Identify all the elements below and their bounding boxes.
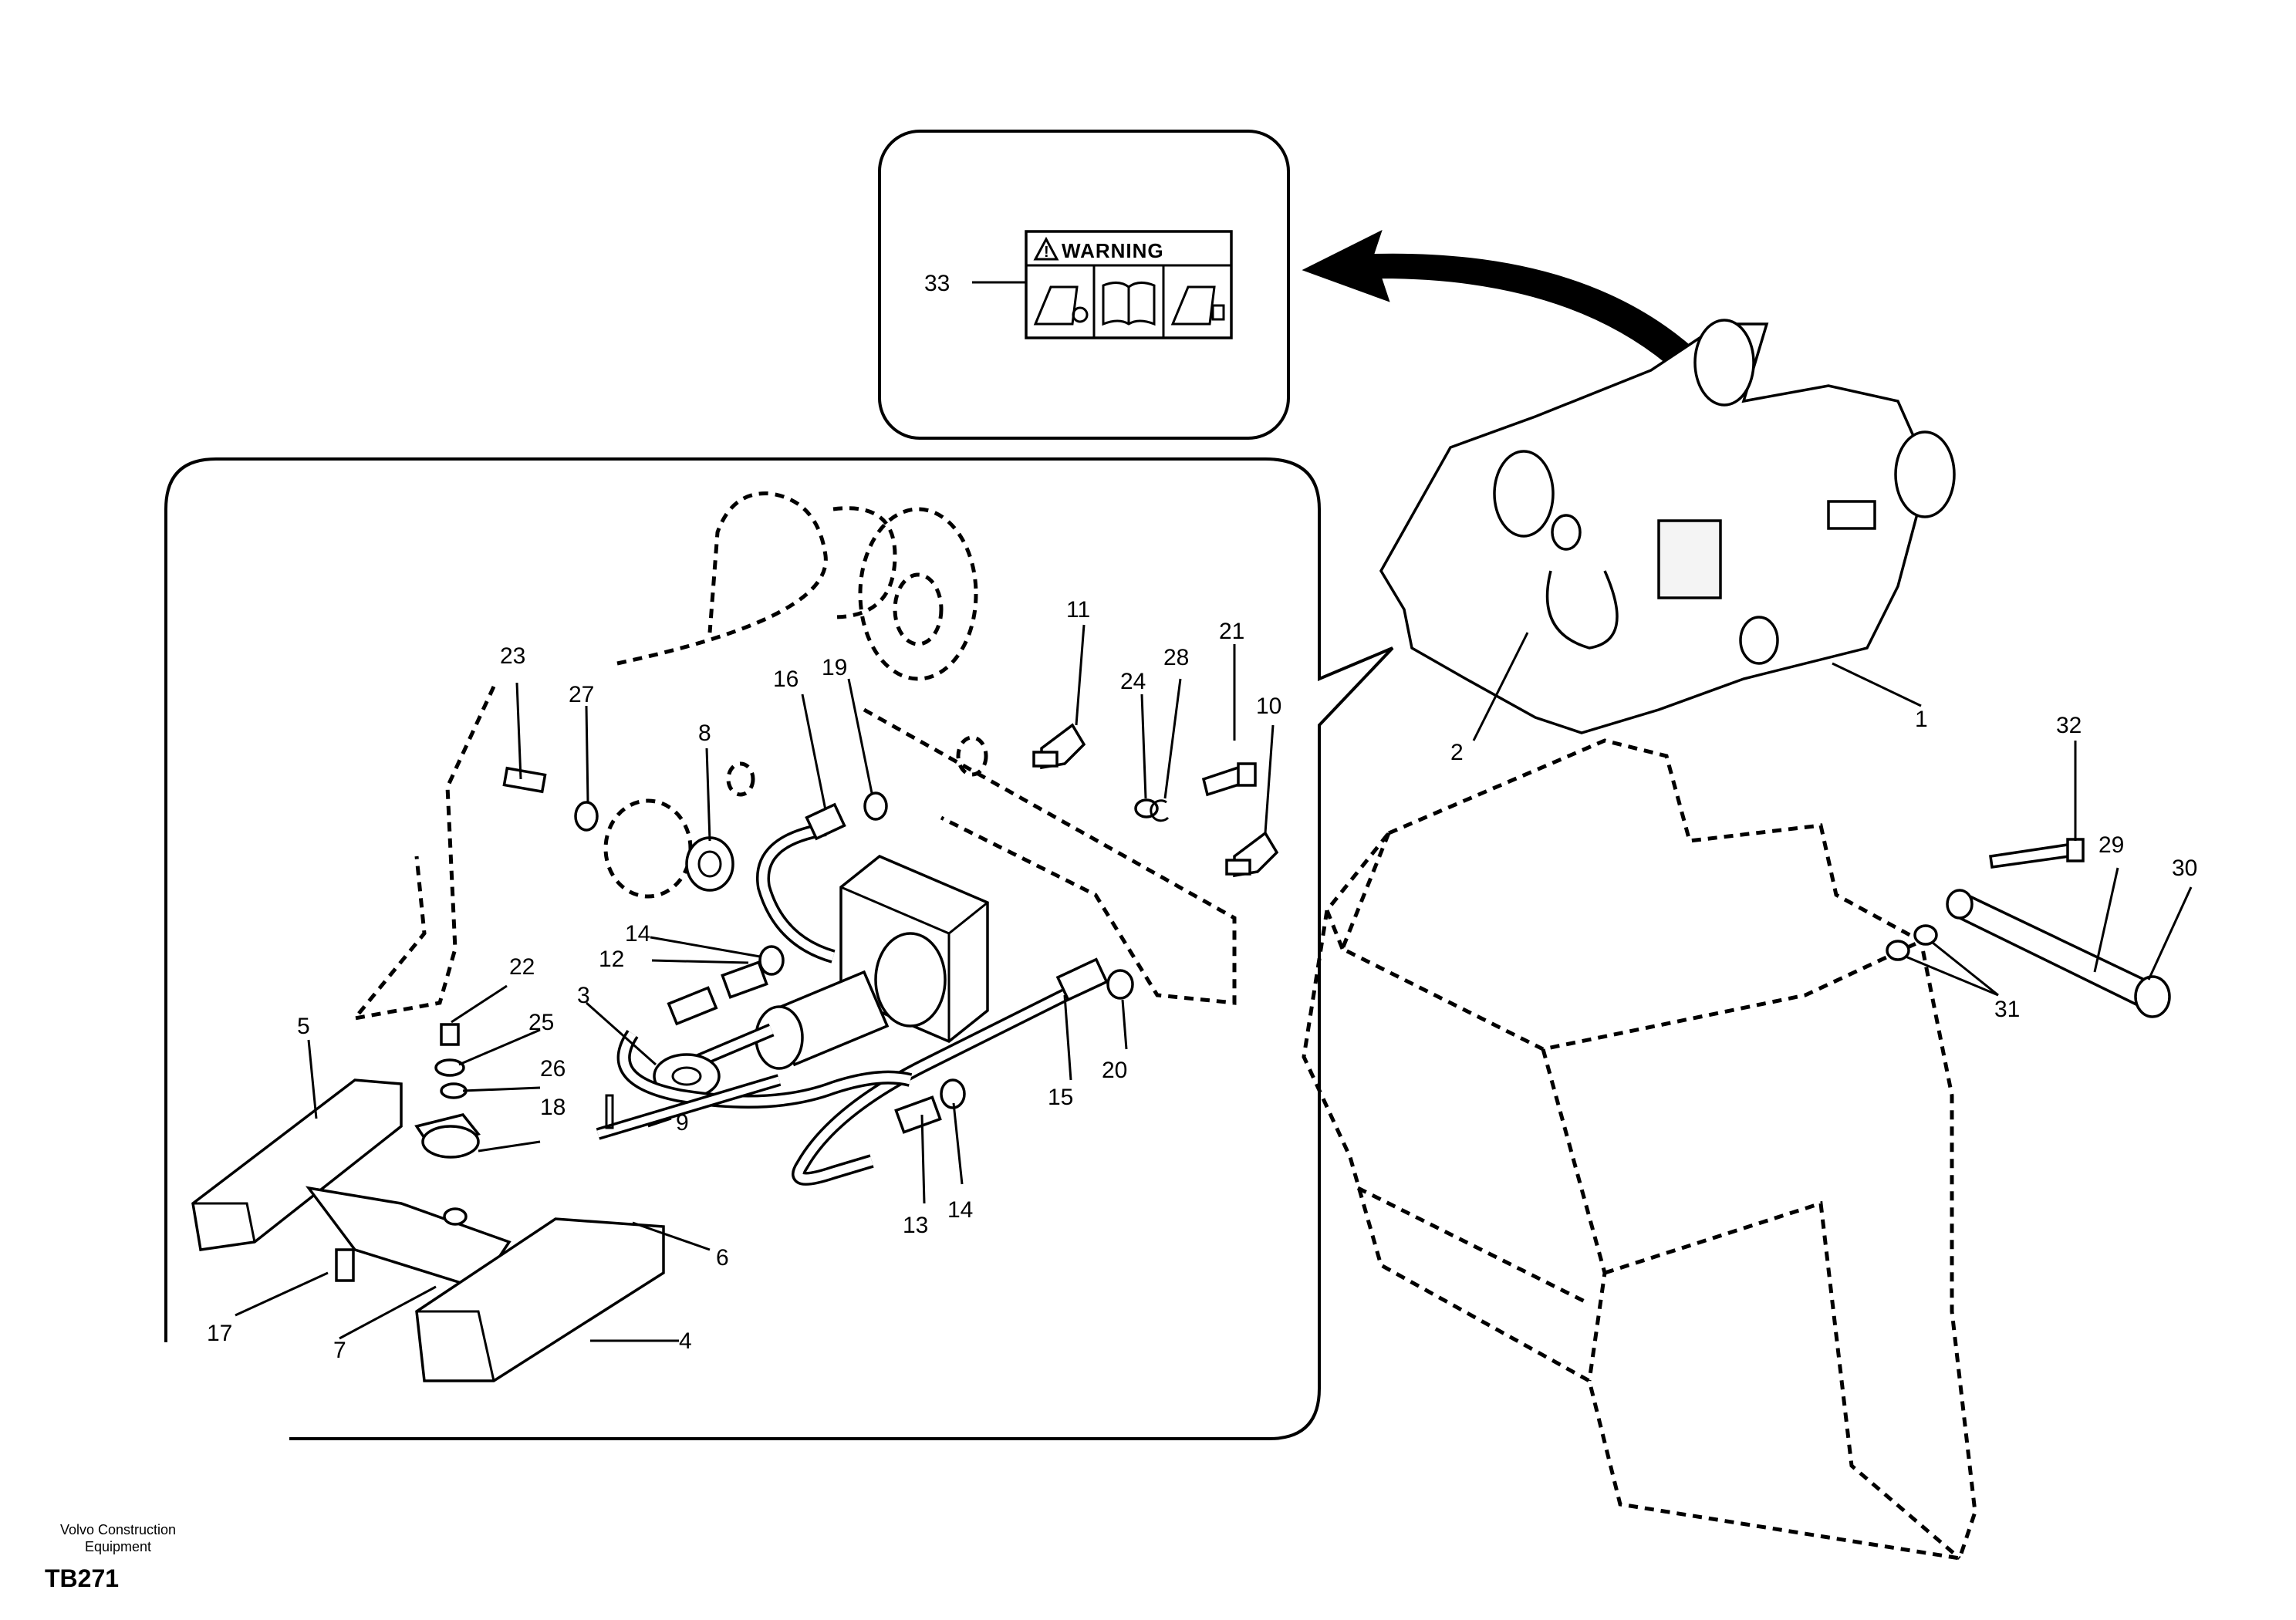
callout-13: 13: [903, 1213, 928, 1238]
callout-14-upper: 14: [625, 921, 650, 947]
callout-30: 30: [2172, 856, 2197, 881]
warning-decal: ! WARNING: [1025, 230, 1233, 339]
bucket-unlocked-icon: [1033, 285, 1089, 326]
callout-3: 3: [577, 983, 590, 1008]
drawing-code: TB271: [45, 1564, 120, 1592]
manual-book-icon: [1102, 282, 1156, 326]
callout-6: 6: [716, 1245, 729, 1271]
callout-28: 28: [1163, 645, 1189, 670]
callout-29: 29: [2098, 832, 2124, 858]
callout-15: 15: [1048, 1085, 1073, 1110]
callout-numbers: 1 2 3 4 5 6 7 8 9 10 11 12 13 14 14 15 1…: [207, 271, 2197, 1363]
callout-5: 5: [297, 1014, 310, 1039]
callout-11: 11: [1066, 597, 1090, 623]
callout-16: 16: [773, 667, 799, 692]
callout-4: 4: [679, 1328, 692, 1354]
callout-27: 27: [569, 682, 594, 707]
warning-title: WARNING: [1062, 239, 1164, 262]
callout-26: 26: [540, 1056, 566, 1082]
latch-assembly: [191, 1078, 665, 1382]
warning-triangle-icon: !: [1033, 236, 1059, 261]
callout-32: 32: [2056, 713, 2082, 738]
callout-23: 23: [500, 643, 525, 669]
callout-22: 22: [509, 954, 535, 980]
callout-2: 2: [1450, 740, 1464, 765]
callout-18: 18: [540, 1095, 566, 1120]
quick-coupler: [1379, 319, 1956, 734]
warning-detail-box: ! WARNING: [878, 130, 1290, 440]
bucket-locked-icon: [1170, 285, 1225, 326]
callout-9: 9: [676, 1110, 689, 1136]
callout-8: 8: [698, 721, 711, 746]
detail-frame: [164, 457, 1394, 1440]
bucket-outline-dashed: [1302, 738, 1977, 1561]
pin-assembly: [1886, 838, 2171, 1018]
callout-33: 33: [924, 271, 950, 296]
callout-17: 17: [207, 1321, 232, 1346]
callout-10: 10: [1256, 694, 1281, 719]
callout-19: 19: [822, 655, 847, 680]
svg-text:!: !: [1044, 244, 1049, 261]
callout-14-lower: 14: [947, 1197, 973, 1223]
fittings: [335, 723, 1279, 1282]
callout-31: 31: [1994, 997, 2020, 1022]
callout-20: 20: [1102, 1058, 1127, 1083]
callout-12: 12: [599, 947, 624, 972]
company-name: Volvo Construction Equipment: [52, 1521, 184, 1555]
valve-block: [839, 854, 989, 1044]
callout-25: 25: [528, 1010, 554, 1035]
callout-21: 21: [1219, 619, 1244, 644]
callout-1: 1: [1915, 707, 1928, 732]
callout-24: 24: [1120, 669, 1146, 694]
company-line-1: Volvo Construction: [59, 1522, 177, 1537]
leader-lines: [235, 624, 2193, 1342]
hoses: [616, 822, 1069, 1186]
callout-7: 7: [333, 1338, 346, 1363]
company-line-2: Equipment: [84, 1539, 152, 1554]
